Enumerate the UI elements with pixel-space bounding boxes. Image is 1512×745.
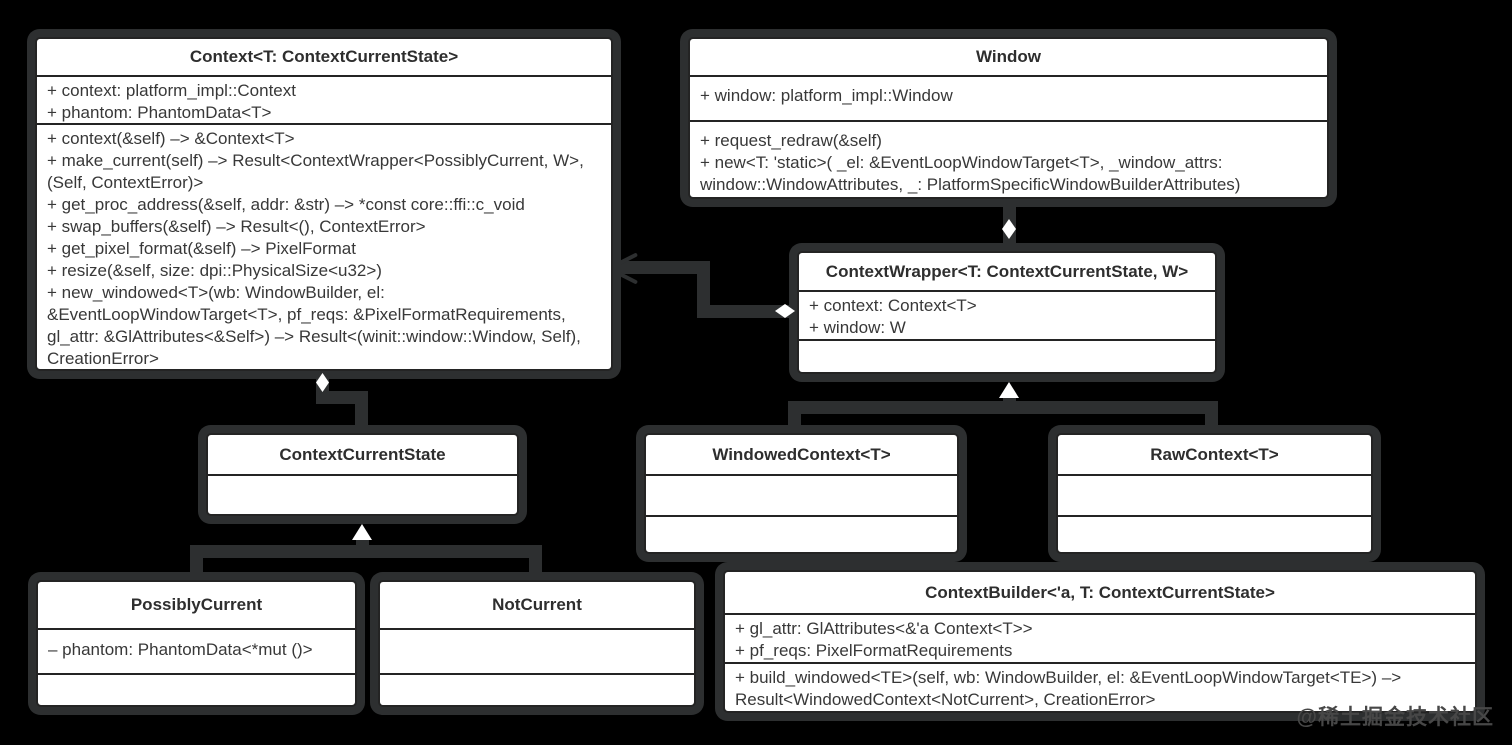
method: + context(&self) –> &Context<T> (47, 128, 295, 148)
class-methods-empty (38, 675, 355, 705)
inheritance-branch-wrapper-bar (788, 401, 1218, 414)
attribute: + window: platform_impl::Window (700, 86, 953, 105)
class-title: ContextBuilder<'a, T: ContextCurrentStat… (725, 572, 1475, 615)
inheritance-triangle-icon (352, 524, 372, 540)
aggregation-diamond-icon (316, 373, 329, 392)
class-attributes: – phantom: PhantomData<*mut ()> (38, 630, 355, 675)
class-box-contextwrapper: ContextWrapper<T: ContextCurrentState, W… (797, 251, 1217, 374)
inheritance-branch-ccs-right-drop (529, 545, 542, 580)
method: + new<T: 'static>( _el: &EventLoopWindow… (700, 153, 1241, 194)
method: + build_windowed<TE>(self, wb: WindowBui… (735, 668, 1402, 709)
class-title: WindowedContext<T> (646, 435, 957, 476)
class-attributes: + gl_attr: GlAttributes<&'a Context<T>> … (725, 615, 1475, 664)
class-box-context: Context<T: ContextCurrentState> + contex… (35, 37, 613, 371)
class-title: RawContext<T> (1058, 435, 1371, 476)
class-title: NotCurrent (380, 582, 694, 630)
attribute: + window: W (809, 318, 906, 337)
watermark: @稀土掘金技术社区 (1296, 706, 1494, 729)
class-attributes-empty (646, 476, 957, 517)
class-title: Window (690, 39, 1327, 77)
class-box-contextcurrentstate: ContextCurrentState (206, 433, 519, 516)
connector-context-contextwrapper-seg3 (697, 305, 797, 318)
method: + request_redraw(&self) (700, 131, 882, 150)
aggregation-diamond-icon (775, 304, 795, 318)
inheritance-triangle-icon (999, 382, 1019, 398)
connector-context-ccs-seg3 (355, 391, 368, 433)
method: + swap_buffers(&self) –> Result<(), Cont… (47, 216, 426, 236)
class-title: ContextCurrentState (208, 435, 517, 476)
class-title: ContextWrapper<T: ContextCurrentState, W… (799, 253, 1215, 292)
attribute: – phantom: PhantomData<*mut ()> (48, 640, 313, 659)
class-methods: + context(&self) –> &Context<T> + make_c… (37, 125, 611, 369)
class-title: PossiblyCurrent (38, 582, 355, 630)
inheritance-branch-ccs-left-drop (190, 545, 203, 580)
inheritance-branch-wrapper-right-drop (1205, 401, 1218, 433)
class-methods-empty (646, 517, 957, 552)
class-methods: + request_redraw(&self) + new<T: 'static… (690, 122, 1327, 197)
inheritance-branch-wrapper-left-drop (788, 401, 801, 433)
class-attributes-empty (380, 630, 694, 675)
class-attributes-empty (1058, 476, 1371, 517)
class-title: Context<T: ContextCurrentState> (37, 39, 611, 77)
method: + get_pixel_format(&self) –> PixelFormat (47, 238, 356, 258)
class-attributes: + window: platform_impl::Window (690, 77, 1327, 122)
attribute: + context: Context<T> (809, 296, 977, 315)
attribute: + context: platform_impl::Context (47, 81, 296, 100)
class-box-windowedcontext: WindowedContext<T> (644, 433, 959, 554)
class-methods-empty (1058, 517, 1371, 552)
inheritance-branch-ccs-bar (190, 545, 542, 558)
class-methods: + build_windowed<TE>(self, wb: WindowBui… (725, 664, 1475, 711)
class-box-possiblycurrent: PossiblyCurrent – phantom: PhantomData<*… (36, 580, 357, 707)
class-box-contextbuilder: ContextBuilder<'a, T: ContextCurrentStat… (723, 570, 1477, 713)
class-methods-empty (380, 675, 694, 705)
class-methods-empty (799, 341, 1215, 372)
connector-context-contextwrapper-seg1 (611, 261, 710, 274)
class-attributes: + context: Context<T> + window: W (799, 292, 1215, 341)
method: + new_windowed<T>(wb: WindowBuilder, el:… (47, 282, 581, 368)
method: + get_proc_address(&self, addr: &str) –>… (47, 194, 525, 214)
class-body-empty (208, 476, 517, 514)
attribute: + gl_attr: GlAttributes<&'a Context<T>> (735, 619, 1033, 638)
class-box-window: Window + window: platform_impl::Window +… (688, 37, 1329, 199)
method: + resize(&self, size: dpi::PhysicalSize<… (47, 260, 382, 280)
composition-diamond-icon (1002, 219, 1016, 239)
class-box-rawcontext: RawContext<T> (1056, 433, 1373, 554)
method: + make_current(self) –> Result<ContextWr… (47, 150, 584, 192)
attribute: + phantom: PhantomData<T> (47, 103, 272, 122)
class-attributes: + context: platform_impl::Context + phan… (37, 77, 611, 125)
attribute: + pf_reqs: PixelFormatRequirements (735, 641, 1013, 660)
connector-context-contextwrapper-seg2 (697, 261, 710, 318)
class-box-notcurrent: NotCurrent (378, 580, 696, 707)
